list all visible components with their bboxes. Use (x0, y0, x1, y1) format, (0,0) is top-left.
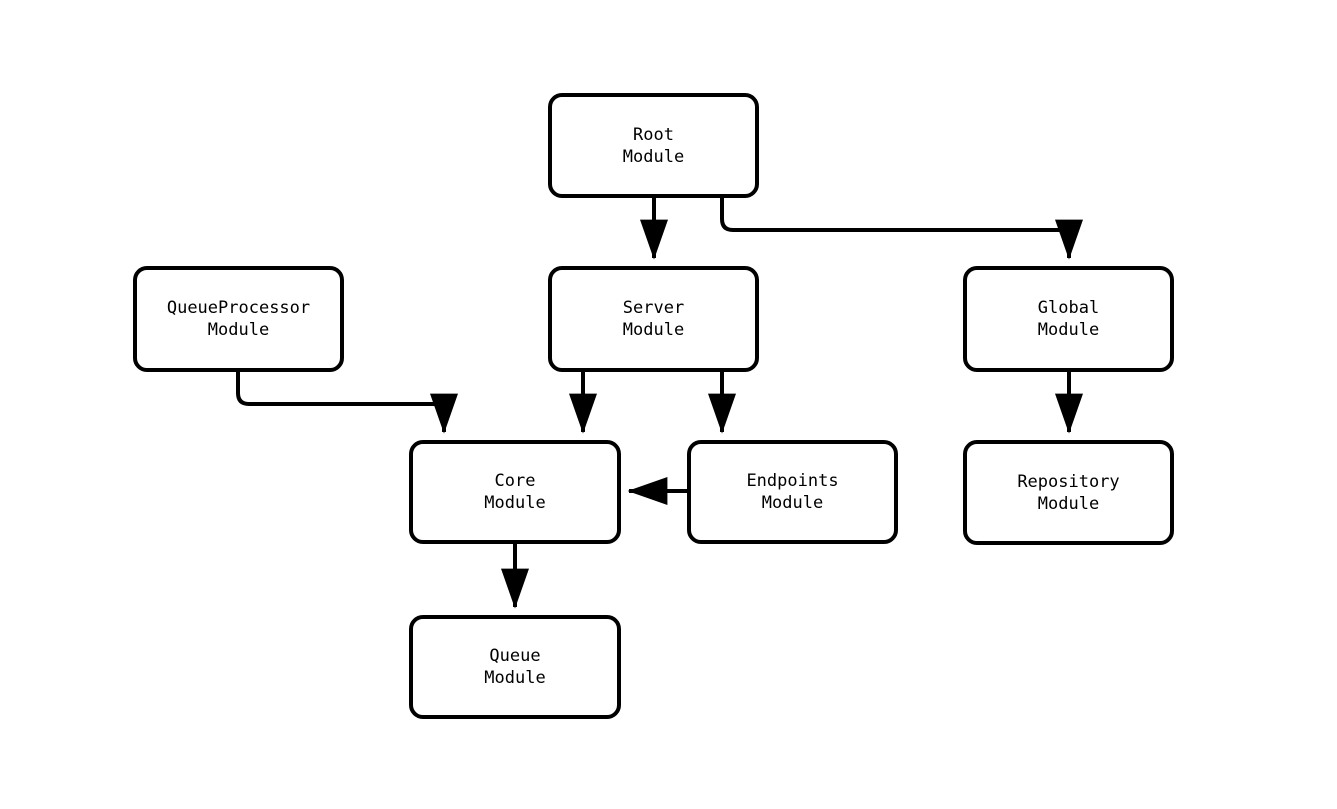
node-global-module-line1: Global (1037, 298, 1100, 318)
node-root-module[interactable]: Root Module (548, 93, 759, 198)
node-queueprocessor-module[interactable]: QueueProcessor Module (133, 266, 344, 372)
node-endpoints-module-line1: Endpoints (746, 471, 839, 491)
node-queueprocessor-module-line2: Module (207, 320, 270, 340)
edge-root-to-global (720, 198, 1083, 260)
node-root-module-line2: Module (622, 146, 685, 167)
node-endpoints-module-line2: Module (761, 493, 824, 513)
node-core-module[interactable]: Core Module (409, 440, 621, 544)
node-core-module-line1: Core (494, 471, 536, 491)
node-queue-module-line2: Module (484, 668, 546, 688)
node-repository-module-line2: Module (1037, 493, 1100, 514)
node-queue-module[interactable]: Queue Module (409, 615, 621, 719)
edge-queueprocessor-to-core (236, 372, 458, 434)
node-server-module-line2: Module (622, 320, 685, 340)
node-global-module-line2: Module (1037, 320, 1100, 340)
node-repository-module-line1: Repository (1017, 471, 1120, 492)
node-endpoints-module[interactable]: Endpoints Module (687, 440, 898, 544)
node-server-module-line1: Server (622, 298, 685, 318)
node-repository-module[interactable]: Repository Module (963, 440, 1174, 545)
node-root-module-line1: Root (633, 124, 674, 145)
node-queue-module-line1: Queue (489, 646, 541, 666)
node-core-module-line2: Module (484, 493, 546, 513)
node-queueprocessor-module-line1: QueueProcessor (166, 298, 311, 318)
node-server-module[interactable]: Server Module (548, 266, 759, 372)
node-global-module[interactable]: Global Module (963, 266, 1174, 372)
